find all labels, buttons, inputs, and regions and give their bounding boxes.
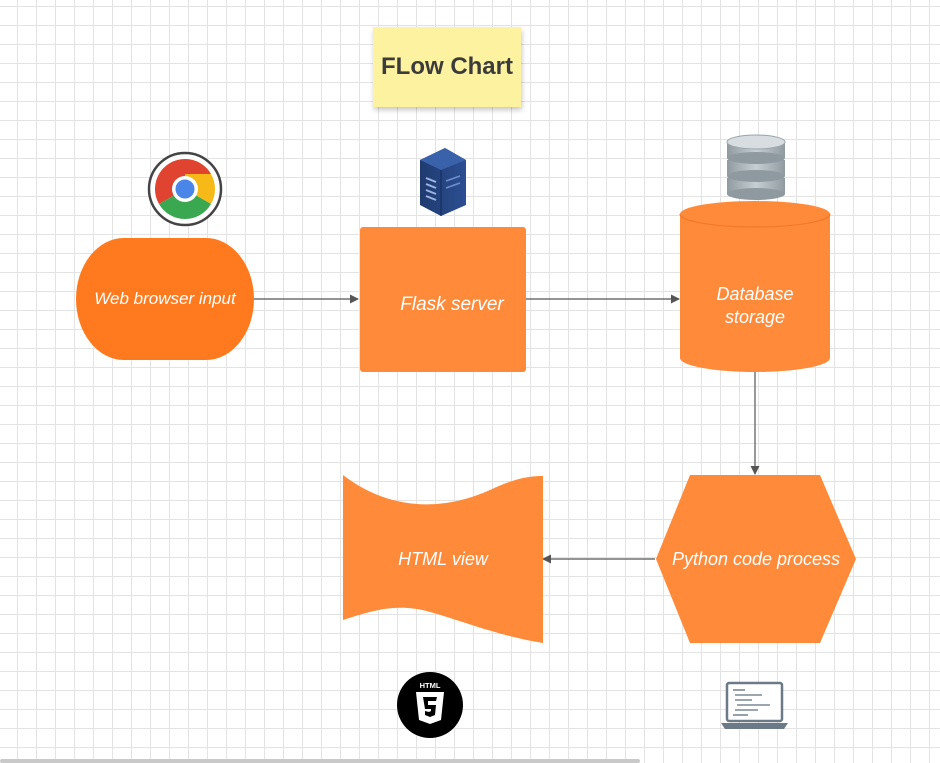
diagram-title: FLow Chart: [381, 53, 513, 80]
node-html-label: HTML view: [398, 548, 488, 569]
node-flask-label: Flask server: [400, 294, 504, 315]
node-python-shape[interactable]: [656, 475, 856, 643]
node-flask-shape[interactable]: [360, 227, 526, 372]
title-sticky-note[interactable]: FLow Chart: [373, 27, 521, 107]
node-browser-shape[interactable]: [76, 238, 254, 360]
node-database-shape[interactable]: [679, 201, 831, 372]
node-html-shape[interactable]: [343, 475, 543, 643]
chrome-icon: [147, 151, 223, 227]
horizontal-scrollbar[interactable]: [0, 759, 640, 763]
laptop-code-icon: [721, 681, 788, 729]
database-icon: [726, 134, 786, 200]
node-python-label: Python code process: [671, 548, 841, 569]
html5-icon: HTML: [397, 672, 463, 738]
server-icon: [420, 148, 466, 216]
node-database-label: Database storage: [716, 283, 794, 327]
node-browser-label: Web browser input: [94, 288, 236, 308]
svg-text:HTML: HTML: [420, 681, 441, 690]
